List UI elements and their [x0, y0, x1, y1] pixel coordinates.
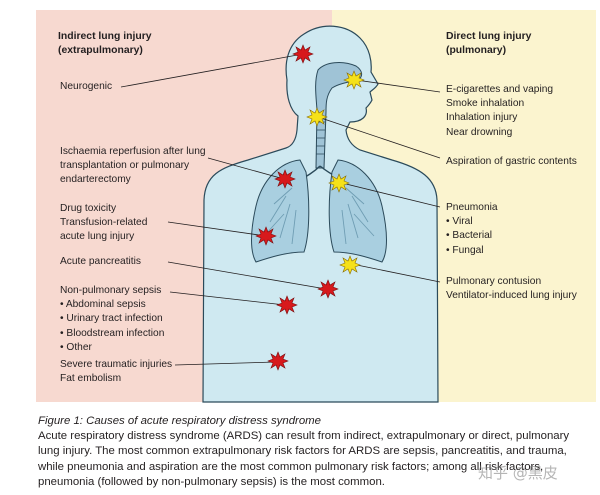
star-aspiration-icon: [306, 107, 328, 127]
label-line: • Fungal: [446, 244, 484, 256]
label-line: Inhalation injury: [446, 112, 518, 124]
label-inhalation: E-cigarettes and vaping Smoke inhalation…: [446, 83, 553, 140]
label-drug: Drug toxicity Transfusion-related acute …: [60, 202, 147, 245]
label-line: • Other: [60, 341, 92, 353]
label-line: • Bacterial: [446, 230, 493, 242]
label-aspiration: Aspiration of gastric contents: [446, 155, 577, 169]
label-pneumonia: Pneumonia • Viral • Bacterial • Fungal: [446, 201, 498, 258]
direct-title-line2: (pulmonary): [446, 45, 507, 57]
label-line: Fat embolism: [60, 373, 122, 385]
leader-lines: [120, 53, 441, 366]
figure-caption: Figure 1: Causes of acute respiratory di…: [38, 414, 583, 490]
label-line: • Urinary tract infection: [60, 313, 163, 325]
star-pancreatitis-icon: [317, 279, 339, 299]
label-line: • Bloodstream infection: [60, 327, 165, 339]
star-neurogenic-icon: [292, 44, 314, 64]
star-inhalation-icon: [343, 70, 365, 90]
label-pancreatitis: Acute pancreatitis: [60, 255, 141, 269]
label-line: Aspiration of gastric contents: [446, 156, 577, 167]
direct-header: Direct lung injury (pulmonary): [446, 30, 531, 58]
caption-title: Figure 1: Causes of acute respiratory di…: [38, 415, 321, 427]
label-line: Drug toxicity: [60, 203, 117, 214]
star-sepsis-icon: [276, 295, 298, 315]
label-line: transplantation or pulmonary: [60, 160, 190, 172]
star-trauma-icon: [267, 351, 289, 371]
label-line: Near drowning: [446, 126, 513, 138]
label-line: Ventilator-induced lung injury: [446, 290, 577, 302]
label-line: • Viral: [446, 216, 473, 228]
indirect-title-line2: (extrapulmonary): [58, 45, 143, 57]
label-line: Transfusion-related: [60, 217, 148, 229]
label-contusion: Pulmonary contusion Ventilator-induced l…: [446, 275, 577, 303]
label-line: Acute pancreatitis: [60, 256, 141, 267]
label-line: Severe traumatic injuries: [60, 359, 173, 370]
label-line: endarterectomy: [60, 174, 131, 186]
label-line: Pneumonia: [446, 202, 498, 213]
label-neurogenic: Neurogenic: [60, 80, 112, 94]
label-line: Smoke inhalation: [446, 98, 525, 110]
red-stars: [255, 44, 339, 371]
star-drug-icon: [255, 226, 277, 246]
watermark: 知乎 @黑皮: [478, 464, 558, 482]
label-ischaemia: Ischaemia reperfusion after lung transpl…: [60, 145, 206, 188]
yellow-stars: [306, 70, 365, 275]
star-contusion-icon: [339, 255, 361, 275]
label-line: Ischaemia reperfusion after lung: [60, 146, 206, 157]
caption-body: Acute respiratory distress syndrome (ARD…: [38, 430, 570, 488]
label-line: E-cigarettes and vaping: [446, 84, 554, 95]
indirect-header: Indirect lung injury (extrapulmonary): [58, 30, 152, 58]
direct-title-line1: Direct lung injury: [446, 31, 532, 42]
label-line: acute lung injury: [60, 231, 135, 243]
label-line: Pulmonary contusion: [446, 276, 542, 287]
label-line: Neurogenic: [60, 81, 113, 92]
lung-branches: [263, 187, 375, 245]
label-trauma: Severe traumatic injuries Fat embolism: [60, 358, 172, 386]
label-line: • Abdominal sepsis: [60, 299, 146, 311]
label-sepsis: Non-pulmonary sepsis • Abdominal sepsis …: [60, 284, 164, 355]
star-pneumonia-icon: [328, 173, 350, 193]
star-ischaemia-icon: [274, 169, 296, 189]
torso: [202, 25, 439, 403]
indirect-title-line1: Indirect lung injury: [58, 31, 152, 42]
label-line: Non-pulmonary sepsis: [60, 285, 162, 296]
